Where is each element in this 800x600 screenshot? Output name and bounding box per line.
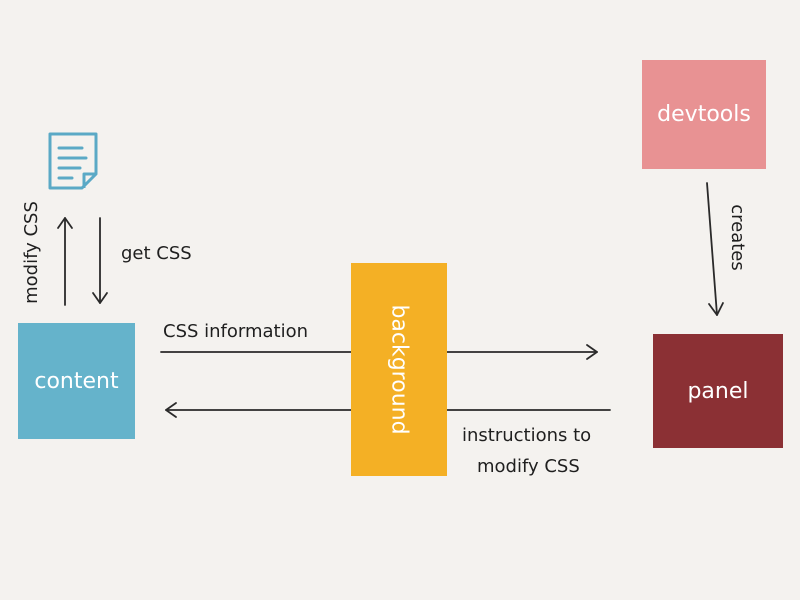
label-creates: creates — [726, 204, 748, 271]
node-devtools: devtools — [642, 60, 766, 169]
document-icon — [48, 132, 98, 190]
label-modify-css: modify CSS — [20, 201, 42, 304]
arrow-instructions — [165, 402, 611, 418]
label-instructions-line2: modify CSS — [477, 456, 580, 477]
label-instructions-line1: instructions to — [462, 425, 592, 446]
node-panel: panel — [653, 334, 783, 448]
node-background: background — [351, 263, 447, 476]
node-content: content — [18, 323, 135, 439]
node-devtools-label: devtools — [657, 102, 751, 127]
arrow-creates — [706, 182, 724, 316]
node-content-label: content — [34, 368, 119, 394]
node-panel-label: panel — [687, 378, 749, 404]
label-get-css: get CSS — [121, 243, 192, 264]
arrow-css-information — [160, 344, 598, 360]
arrow-modify-css — [57, 217, 73, 306]
label-css-information: CSS information — [163, 321, 309, 342]
arrow-get-css — [92, 217, 108, 304]
node-background-label: background — [386, 304, 412, 435]
